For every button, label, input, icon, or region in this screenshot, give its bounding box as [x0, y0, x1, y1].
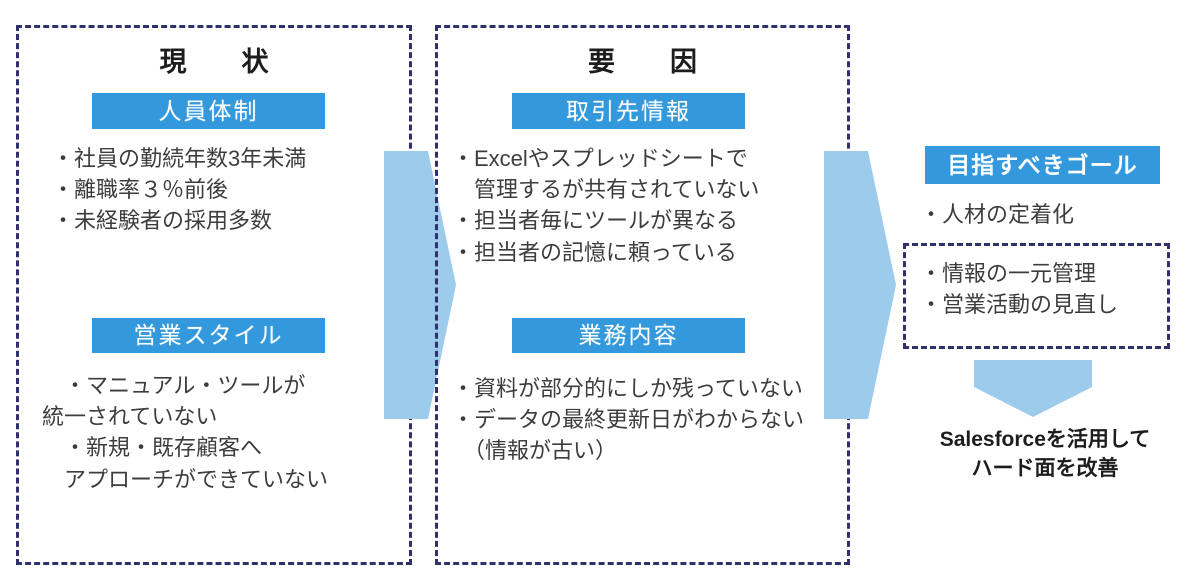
text-client-information: ・Excelやスプレッドシートで 管理するが共有されていない ・担当者毎にツール… [452, 146, 760, 265]
factors-title: 要 因 [588, 47, 711, 77]
text-sales-style: ・マニュアル・ツールが 統一されていない ・新規・既存顧客へ アプローチができて… [42, 373, 329, 492]
text-conclusion: Salesforceを活用して ハード面を改善 [939, 428, 1151, 481]
text-business-content: ・資料が部分的にしか残っていない ・データの最終更新日がわからない （情報が古い… [452, 376, 805, 464]
goal-subitems-panel [903, 243, 1170, 349]
label-client-information: 取引先情報 [512, 93, 745, 129]
arrow-goal-to-conclusion-icon [974, 360, 1092, 417]
arrow-factors-to-goal-icon [824, 151, 896, 419]
arrow-current-to-factors-icon [384, 151, 456, 419]
label-business-content: 業務内容 [512, 318, 745, 353]
text-goal-main-item: ・人材の定着化 [920, 202, 1075, 227]
current-state-title: 現 状 [159, 47, 283, 77]
text-staff-structure: ・社員の勤続年数3年未満 ・離職率３％前後 ・未経験者の採用多数 [52, 146, 307, 234]
label-target-goal: 目指すべきゴール [925, 146, 1160, 184]
label-staff-structure: 人員体制 [92, 93, 325, 129]
text-goal-sub-items: ・情報の一元管理 ・営業活動の見直し [920, 261, 1119, 318]
label-sales-style: 営業スタイル [92, 318, 325, 353]
